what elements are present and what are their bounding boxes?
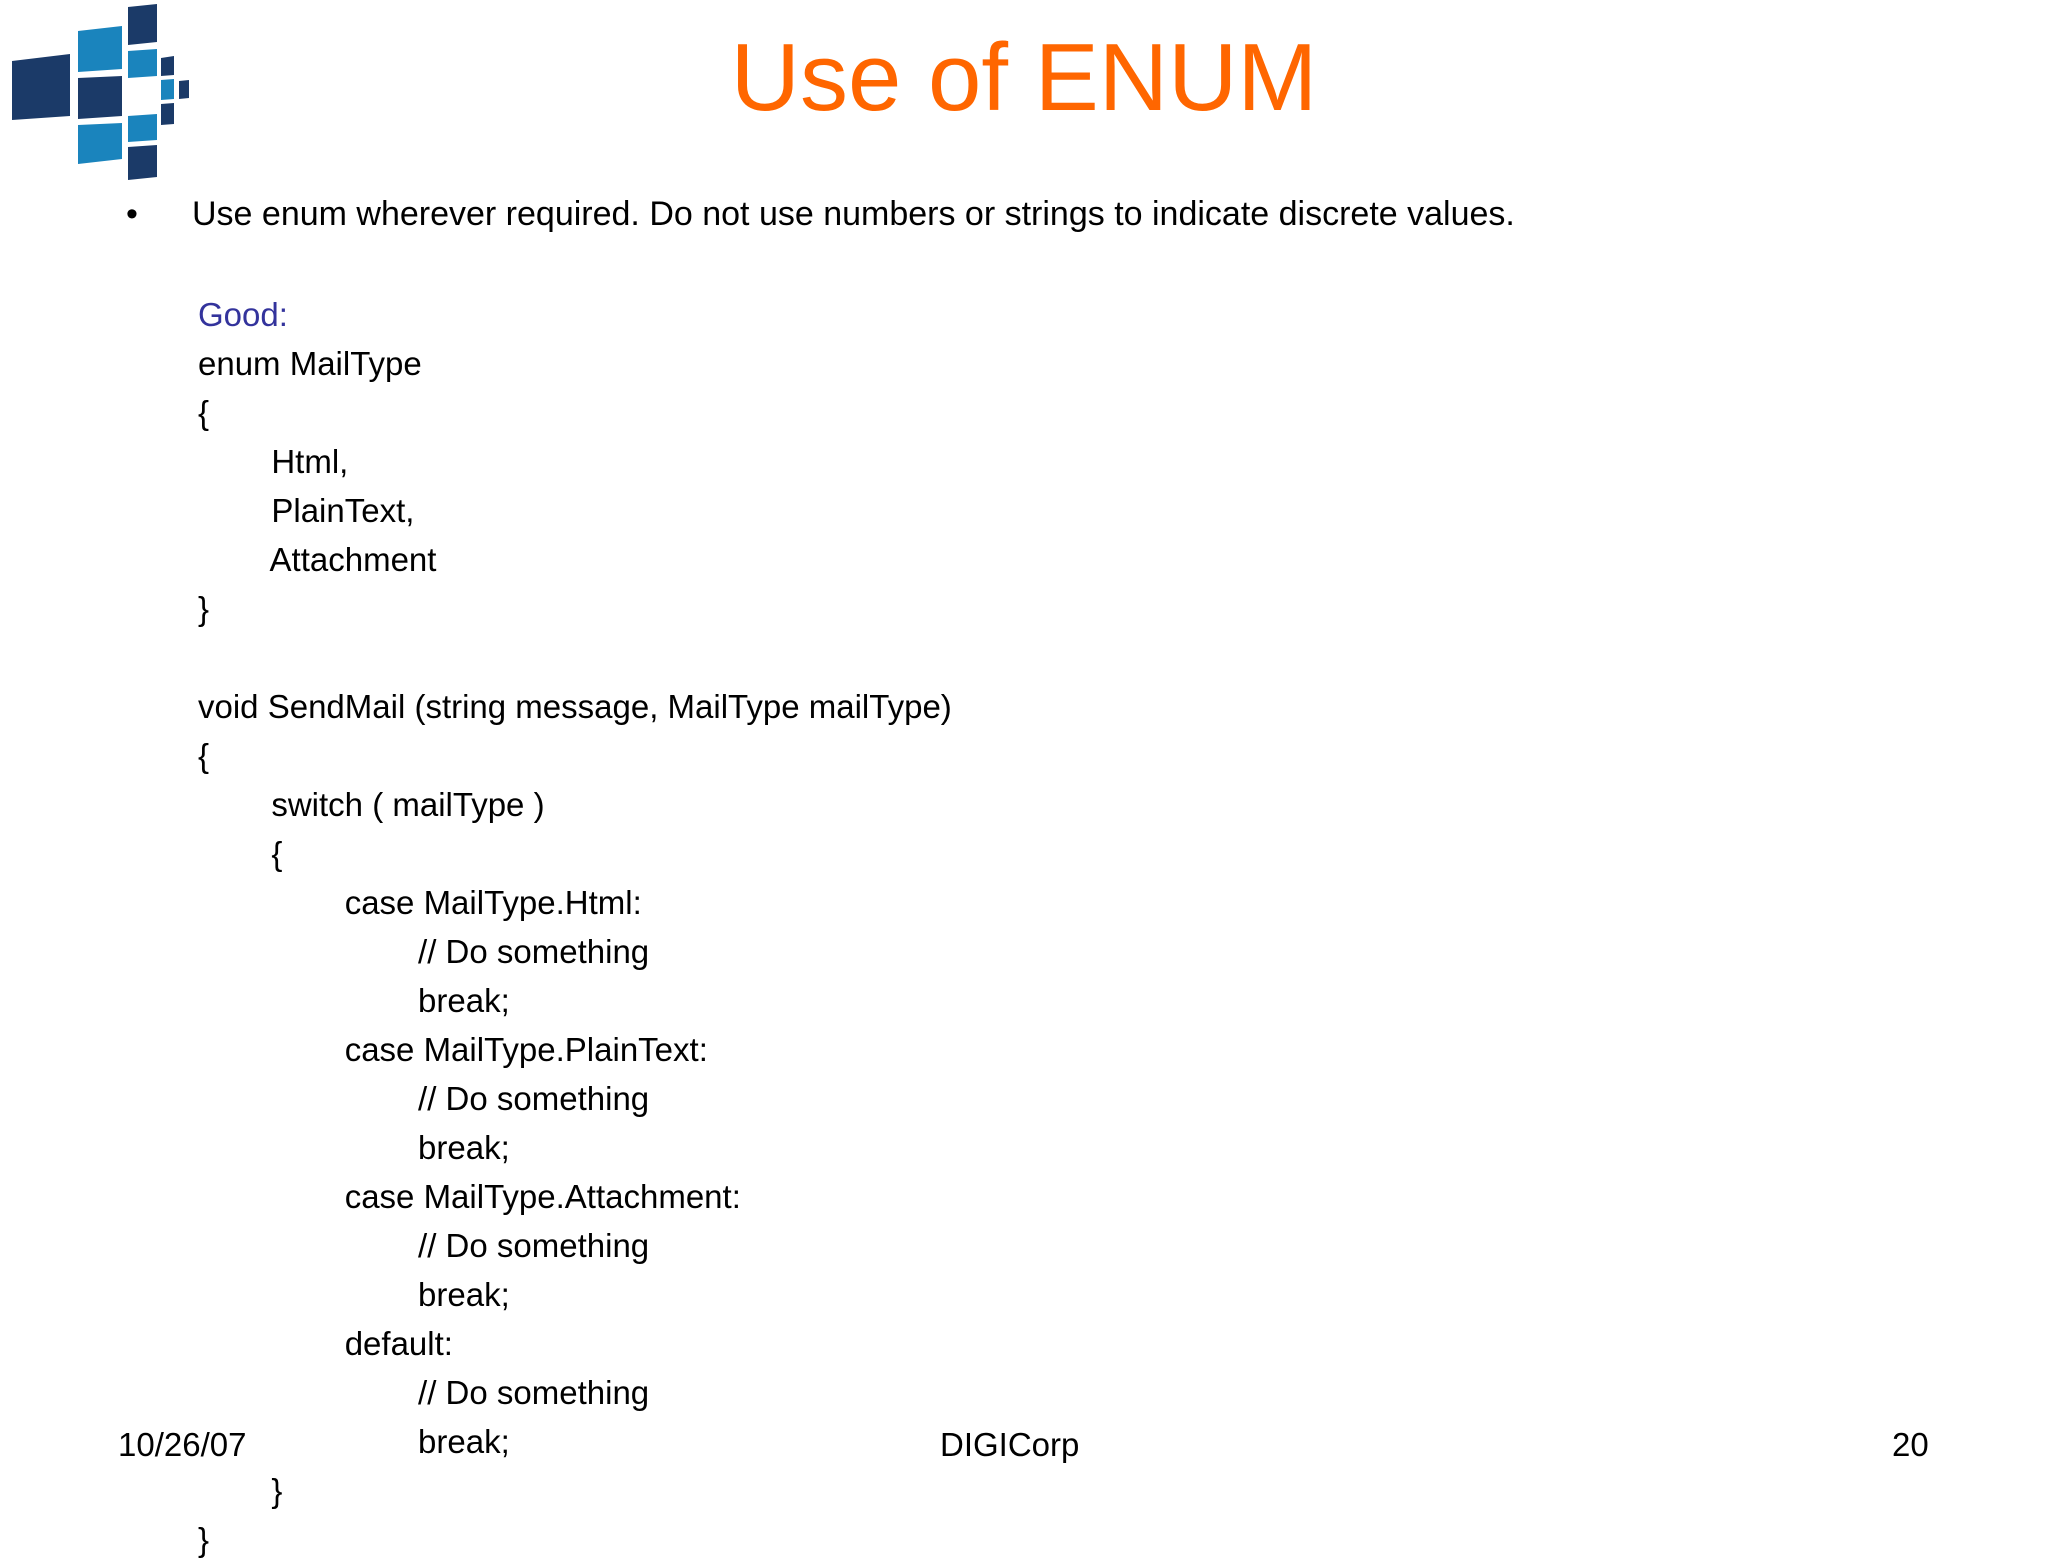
code-line: } xyxy=(198,1521,210,1558)
code-line: // Do something xyxy=(198,933,650,970)
code-line: break; xyxy=(198,1423,510,1460)
code-line: // Do something xyxy=(198,1080,650,1117)
code-line: Attachment xyxy=(198,541,437,578)
digicorp-logo xyxy=(8,4,198,180)
code-line: case MailType.Attachment: xyxy=(198,1178,741,1215)
code-line: // Do something xyxy=(198,1374,650,1411)
code-line: { xyxy=(198,737,210,774)
bullet-list-item: • Use enum wherever required. Do not use… xyxy=(120,192,2000,236)
footer-date: 10/26/07 xyxy=(118,1426,247,1463)
code-line: } xyxy=(198,590,210,627)
code-line: { xyxy=(198,394,210,431)
code-line: Good: xyxy=(198,296,288,333)
code-block: Good: enum MailType { Html, PlainText, Att… xyxy=(198,290,1898,1564)
code-line: } xyxy=(198,1472,283,1509)
bullet-text: Use enum wherever required. Do not use n… xyxy=(192,195,1515,233)
code-line: case MailType.PlainText: xyxy=(198,1031,708,1068)
page-title: Use of ENUM xyxy=(730,24,1318,131)
code-line: void SendMail (string message, MailType … xyxy=(198,688,952,725)
footer-page-number: 20 xyxy=(1892,1426,1929,1463)
code-line xyxy=(198,633,1898,682)
footer-company-name: DIGICorp xyxy=(940,1426,1080,1463)
code-line: break; xyxy=(198,1276,510,1313)
code-line: break; xyxy=(198,1129,510,1166)
code-line: case MailType.Html: xyxy=(198,884,642,921)
logo-svg xyxy=(12,4,189,180)
code-line: enum MailType xyxy=(198,345,422,382)
code-line: // Do something xyxy=(198,1227,650,1264)
code-line: switch ( mailType ) xyxy=(198,786,545,823)
code-line: break; xyxy=(198,982,510,1019)
code-line: Html, xyxy=(198,443,349,480)
code-line: PlainText, xyxy=(198,492,415,529)
code-line: default: xyxy=(198,1325,453,1362)
bullet-marker-icon: • xyxy=(126,195,138,233)
code-line: { xyxy=(198,835,283,872)
